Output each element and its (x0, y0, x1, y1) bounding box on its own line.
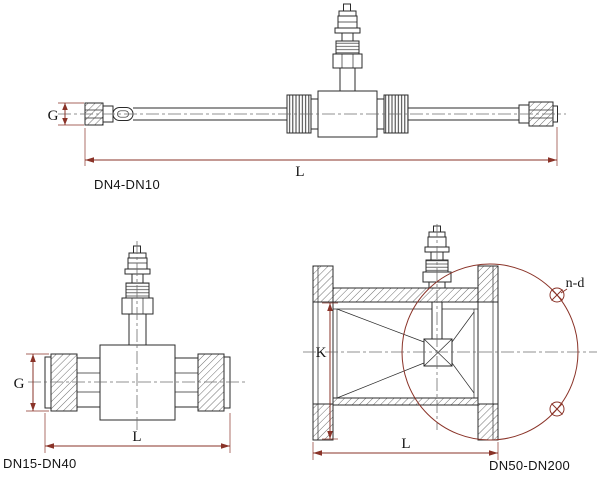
bolt-hole-bottom-icon (549, 401, 565, 417)
left-threaded-nipple (44, 353, 101, 412)
view-dn4-dn10: G L DN4-DN10 (48, 3, 566, 192)
dim-label-k: K (316, 345, 327, 361)
sensor-assembly (332, 3, 363, 92)
bolt-circle: n-d (401, 263, 585, 441)
flanged-body-section (312, 265, 499, 441)
dim-label-l: L (132, 429, 141, 445)
view-caption-dn50-dn200: DN50-DN200 (489, 458, 570, 473)
view-caption-dn15-dn40: DN15-DN40 (3, 456, 77, 471)
bolt-hole-top-icon (549, 287, 565, 303)
dimension-g: G (14, 353, 49, 412)
dimension-g: G (48, 102, 84, 126)
dimension-k: K (316, 302, 338, 440)
dim-label-g: G (14, 376, 25, 392)
inlet-pipe-left (133, 107, 287, 121)
dim-label-l: L (295, 164, 304, 180)
dimension-l: L (84, 127, 558, 180)
outlet-pipe-right (408, 107, 519, 121)
dim-label-l: L (401, 436, 410, 452)
sensor-assembly (121, 245, 154, 346)
meter-body (99, 344, 176, 421)
dimension-l: L (312, 436, 499, 460)
right-threaded-nipple (174, 353, 231, 412)
view-dn50-dn200: n-d K L DN50-DN200 (303, 224, 597, 473)
n-d-leader-line (560, 288, 568, 294)
dimension-l: L (44, 413, 231, 453)
dim-label-g: G (48, 108, 59, 124)
view-dn15-dn40: G L DN15-DN40 (3, 241, 246, 471)
dim-label-n-d: n-d (566, 276, 585, 291)
view-caption-dn4-dn10: DN4-DN10 (94, 177, 160, 192)
